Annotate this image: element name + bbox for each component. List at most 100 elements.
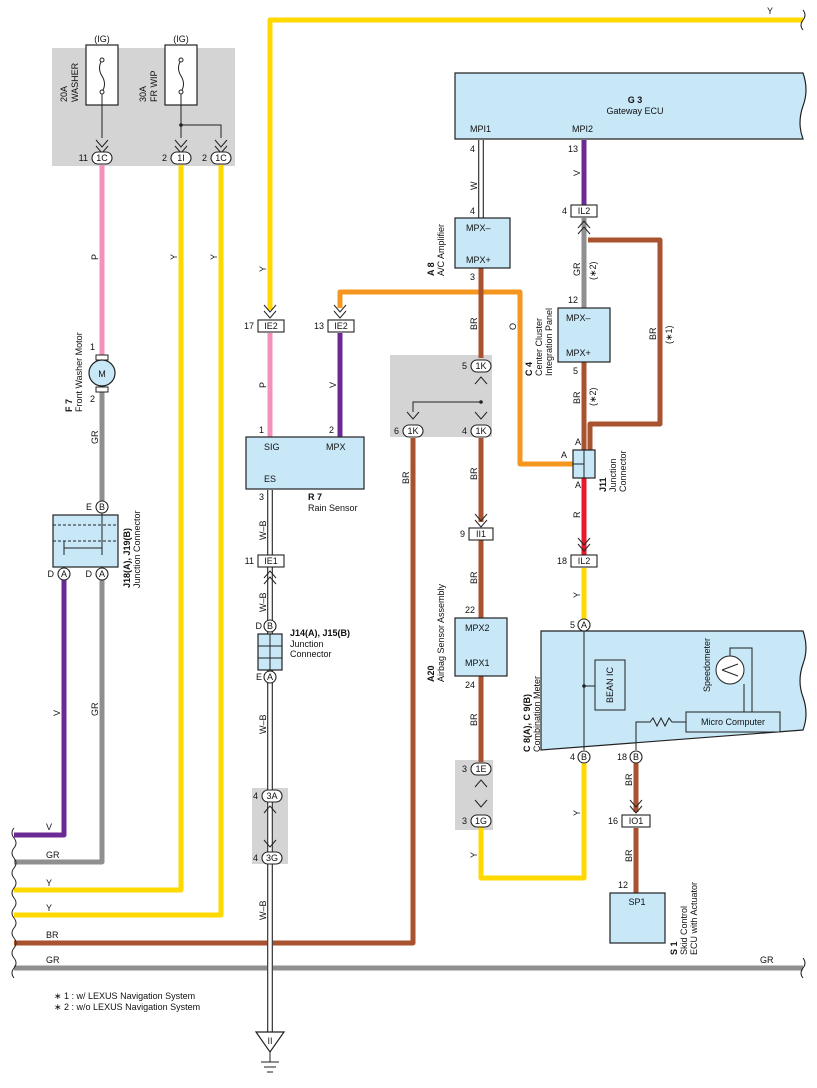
svg-text:IO1: IO1 [629,816,644,826]
svg-text:E: E [86,502,92,512]
svg-text:A: A [575,480,581,490]
wire-color-labels: P Y Y GR V GR Y P V W–B W–B W–B W–B BR W… [52,170,674,920]
svg-text:IL2: IL2 [578,556,591,566]
svg-text:Front Washer Motor: Front Washer Motor [74,332,84,412]
center-cluster-panel: 12 MPX– MPX+ 5 C 4 Center Cluster Integr… [524,295,611,376]
svg-text:BR: BR [572,391,582,404]
svg-text:O: O [508,323,518,330]
svg-text:Speedometer: Speedometer [702,638,712,692]
svg-text:W–B: W–B [258,592,268,612]
combination-meter: BEAN IC Micro Computer Speedometer A 5 B… [522,618,807,764]
wire-gr-left [14,578,105,865]
svg-text:A: A [99,569,105,579]
svg-text:A/C Amplifier: A/C Amplifier [436,224,446,276]
svg-text:3A: 3A [266,791,277,801]
svg-text:MPX+: MPX+ [466,255,491,265]
svg-text:Integration Panel: Integration Panel [544,308,554,376]
svg-text:1K: 1K [407,426,418,436]
svg-text:1: 1 [259,425,264,435]
svg-text:18: 18 [557,556,567,566]
svg-text:16: 16 [608,816,618,826]
svg-text:22: 22 [465,605,475,615]
svg-text:5: 5 [573,366,578,376]
svg-text:Rain Sensor: Rain Sensor [308,503,358,513]
conn-il2-top: IL2 4 [562,204,598,235]
gateway-ecu: G 3 Gateway ECU MPI1 MPI2 4 13 [454,72,807,154]
svg-text:1E: 1E [475,764,486,774]
svg-text:GR: GR [572,262,582,276]
note-star2: ∗ 2 : w/o LEXUS Navigation System [54,1002,200,1012]
svg-text:3: 3 [462,816,467,826]
svg-text:IE2: IE2 [334,321,348,331]
svg-text:A 8: A 8 [426,262,436,276]
svg-text:13: 13 [568,144,578,154]
svg-text:BR: BR [469,317,479,330]
svg-text:3: 3 [462,764,467,774]
wire-y-meter [478,763,587,881]
svg-text:(∗2): (∗2) [588,261,598,280]
svg-text:3: 3 [470,272,475,282]
ground-symbol: II [254,1031,286,1073]
svg-text:D: D [86,569,93,579]
svg-text:4: 4 [562,206,567,216]
svg-text:Connector: Connector [290,649,332,659]
conn-io1: IO1 16 [608,799,651,828]
svg-text:MPX: MPX [326,442,346,452]
svg-text:GR: GR [760,955,774,965]
svg-text:J18(A), J19(B): J18(A), J19(B) [122,528,132,588]
svg-text:12: 12 [618,880,628,890]
svg-text:A20: A20 [426,665,436,682]
svg-text:V: V [52,710,62,716]
break-mark-left [11,827,17,979]
svg-text:W–B: W–B [258,520,268,540]
svg-text:BEAN IC: BEAN IC [605,666,615,703]
conn-1e-1g: 1E 3 1G 3 [462,762,492,828]
svg-text:4: 4 [470,144,475,154]
svg-text:BR: BR [46,930,59,940]
svg-text:6: 6 [394,426,399,436]
svg-text:12: 12 [568,295,578,305]
svg-text:E: E [256,672,262,682]
svg-text:S 1: S 1 [669,941,679,955]
svg-text:11: 11 [245,556,254,566]
svg-text:4: 4 [462,426,467,436]
svg-text:ECU with Actuator: ECU with Actuator [689,882,699,955]
note-star1: ∗ 1 : w/ LEXUS Navigation System [54,991,195,1001]
svg-text:MPI1: MPI1 [470,124,491,134]
svg-text:F 7: F 7 [64,399,74,412]
svg-text:1G: 1G [475,816,487,826]
svg-text:W–B: W–B [258,900,268,920]
junction-j18-j19: B E A D A D J18(A), J19(B) Junction Conn… [48,500,142,588]
svg-text:R 7: R 7 [308,492,322,502]
svg-text:Y: Y [469,852,479,858]
svg-text:Y: Y [767,6,773,16]
svg-text:A: A [581,620,587,630]
svg-text:4: 4 [570,752,575,762]
fuse-ig-label: (IG) [94,34,110,44]
skid-control-ecu: 12 SP1 S 1 Skid Control ECU with Actuato… [609,880,699,955]
svg-text:D: D [48,569,55,579]
edge-labels: Y V GR Y Y BR GR GR [46,6,774,965]
svg-text:4: 4 [253,853,258,863]
conn-1c-fr: 1C 2 [202,139,232,165]
wire-br-star1 [587,237,663,450]
svg-text:(∗2): (∗2) [588,387,598,406]
svg-text:V: V [328,382,338,388]
svg-text:2: 2 [329,425,334,435]
svg-text:W: W [469,181,479,190]
svg-text:R: R [572,511,582,518]
svg-text:2: 2 [90,394,95,404]
fuse-rating: 20A [59,86,69,102]
conn-1c-washer: 1C 11 [79,139,113,165]
svg-text:V: V [572,170,582,176]
svg-text:J11: J11 [598,477,608,492]
svg-text:SP1: SP1 [628,897,645,907]
svg-text:GR: GR [90,702,100,716]
svg-text:BR: BR [624,849,634,862]
svg-text:1C: 1C [215,153,227,163]
fuse-block-zone [52,48,235,166]
svg-text:P: P [90,254,100,260]
svg-text:MPX–: MPX– [566,313,591,323]
svg-text:B: B [633,752,639,762]
